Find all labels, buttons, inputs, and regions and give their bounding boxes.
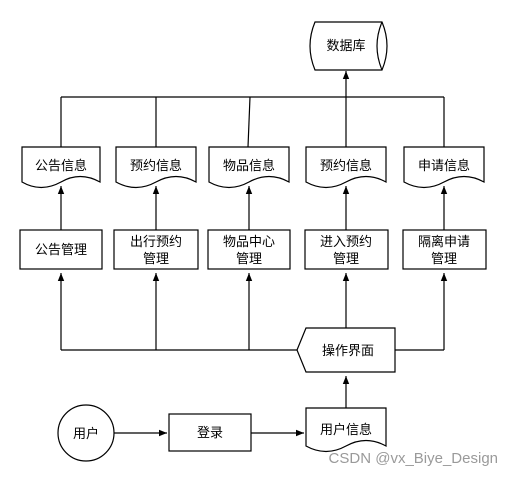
doc-application-info: 申请信息 [403, 146, 485, 189]
process-label-line1: 进入预约 [320, 235, 372, 250]
user-label: 用户 [73, 426, 99, 442]
process-label-line2: 管理 [431, 252, 457, 267]
data-bus [60, 71, 445, 148]
doc-reservation-info-2: 预约信息 [305, 146, 387, 189]
process-label-line2: 管理 [333, 252, 359, 267]
doc-label: 物品信息 [223, 158, 275, 174]
process-to-doc-arrows [57, 186, 448, 230]
process-isolation-application-mgmt: 隔离申请 管理 [402, 229, 487, 270]
process-label-line1: 出行预约 [130, 235, 182, 250]
database-label: 数据库 [326, 38, 365, 54]
watermark-text: CSDN @vx_Biye_Design [329, 450, 498, 467]
doc-label: 预约信息 [130, 158, 182, 174]
user-info-label: 用户信息 [320, 422, 372, 438]
doc-label: 申请信息 [418, 158, 470, 174]
doc-label: 公告信息 [35, 158, 87, 174]
database-node: 数据库 [309, 21, 388, 71]
login-node: 登录 [168, 413, 252, 452]
user-node: 用户 [57, 404, 115, 462]
doc-reservation-info-1: 预约信息 [115, 146, 197, 189]
process-item-center-mgmt: 物品中心 管理 [207, 229, 291, 270]
process-label-line1: 隔离申请 [418, 234, 470, 250]
process-entry-reservation-mgmt: 进入预约 管理 [304, 229, 389, 270]
user-info-node: 用户信息 [305, 407, 387, 453]
doc-announcement-info: 公告信息 [21, 146, 101, 189]
operation-ui-node: 操作界面 [296, 327, 396, 373]
doc-label: 预约信息 [320, 158, 372, 174]
process-label-line2: 管理 [143, 252, 169, 267]
doc-item-info: 物品信息 [208, 146, 290, 189]
process-announcement-mgmt: 公告管理 [19, 229, 103, 270]
operation-ui-label: 操作界面 [322, 343, 374, 359]
process-label: 公告管理 [35, 243, 87, 258]
login-label: 登录 [197, 426, 223, 441]
process-outbound-reservation-mgmt: 出行预约 管理 [113, 229, 199, 270]
process-label-line1: 物品中心 [223, 235, 275, 250]
process-label-line2: 管理 [236, 252, 262, 267]
operation-bus [57, 273, 448, 351]
